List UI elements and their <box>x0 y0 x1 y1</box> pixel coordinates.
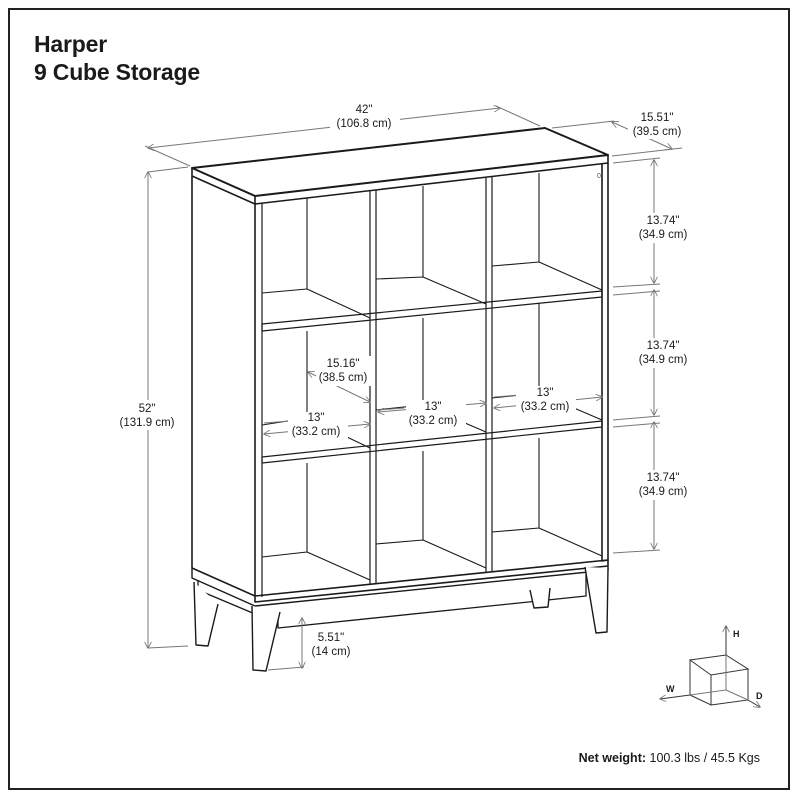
cube-height-bottom-inches: 13.74" <box>647 472 680 484</box>
net-weight: Net weight: 100.3 lbs / 45.5 Kgs <box>579 751 760 765</box>
cube-depth-cm: (38.5 cm) <box>319 372 368 384</box>
cube-height-top-inches: 13.74" <box>647 215 680 227</box>
cube-width-right-cm: (33.2 cm) <box>521 401 570 413</box>
cube-width-center-cm: (33.2 cm) <box>409 415 458 427</box>
dimension-labels: 42" (106.8 cm) 15.51" (39.5 cm) 52" (131… <box>112 100 696 658</box>
product-title: Harper 9 Cube Storage <box>34 30 200 86</box>
depth-inches: 15.51" <box>641 112 674 124</box>
cube-height-middle-cm: (34.9 cm) <box>639 354 688 366</box>
leg-height-cm: (14 cm) <box>312 646 351 658</box>
diagram-frame <box>8 8 790 790</box>
cube-width-left-cm: (33.2 cm) <box>292 426 341 438</box>
axis-d-label: D <box>756 691 763 701</box>
cube-width-left-inches: 13" <box>308 412 325 424</box>
cube-depth-inches: 15.16" <box>327 358 360 370</box>
width-cm: (106.8 cm) <box>337 118 392 130</box>
height-inches: 52" <box>139 403 156 415</box>
cube-height-top-cm: (34.9 cm) <box>639 229 688 241</box>
cube-height-middle-inches: 13.74" <box>647 340 680 352</box>
axis-legend-icon <box>660 626 760 707</box>
net-weight-label: Net weight: <box>578 751 647 765</box>
product-subtitle: 9 Cube Storage <box>34 59 200 85</box>
cube-width-right-inches: 13" <box>537 387 554 399</box>
width-inches: 42" <box>356 104 373 116</box>
leg-height-inches: 5.51" <box>318 632 344 644</box>
cube-width-center-inches: 13" <box>425 401 442 413</box>
net-weight-value: 100.3 lbs / 45.5 Kgs <box>649 751 761 765</box>
depth-cm: (39.5 cm) <box>633 126 682 138</box>
height-cm: (131.9 cm) <box>120 417 175 429</box>
product-name: Harper <box>34 31 107 57</box>
axis-h-label: H <box>733 629 740 639</box>
axis-w-label: W <box>666 684 675 694</box>
cabinet-outline: 0 <box>191 127 609 672</box>
svg-text:0: 0 <box>597 173 601 180</box>
cube-height-bottom-cm: (34.9 cm) <box>639 486 688 498</box>
